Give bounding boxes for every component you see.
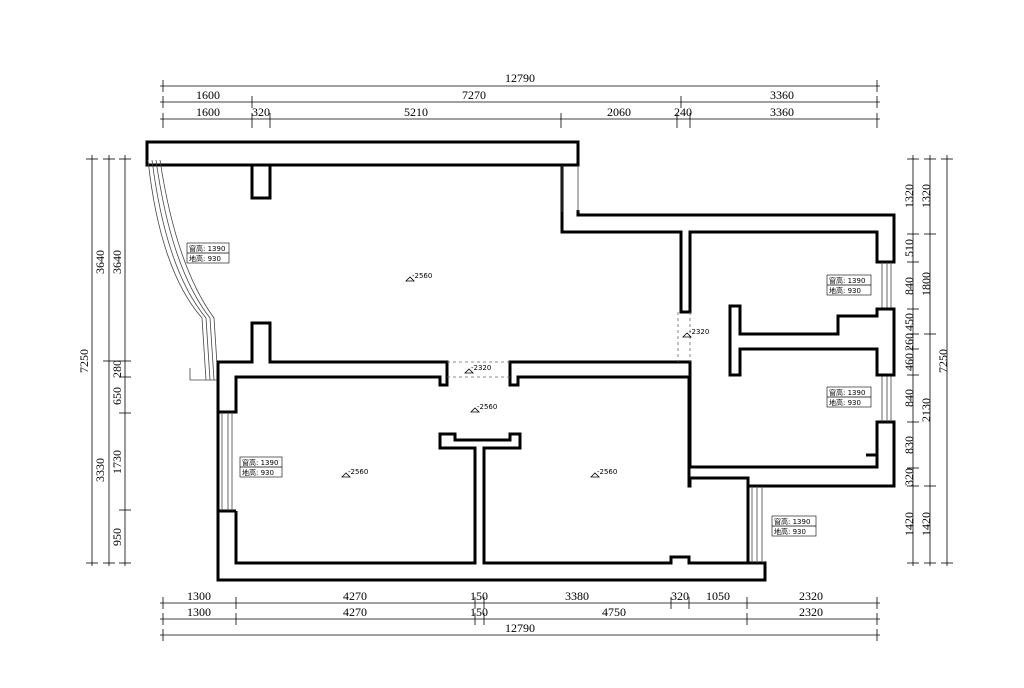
bottom-row2-dim: 4750 [602,605,626,619]
right-outer-dim: 1420 [919,512,933,536]
elevation-marker: -2560 [590,468,617,478]
window-label: 窗高: 1390 地高: 930 [826,274,872,296]
bottom-row1-dim: 4270 [343,589,367,603]
elevation-marker: -2320 [682,328,709,338]
left-inner-dim: 3640 [110,250,124,274]
left-inner-dim: 280 [110,360,124,378]
right-inner-dim: 1320 [902,184,916,208]
left-inner-dim: 950 [110,528,124,546]
svg-text:地高: 930: 地高: 930 [829,398,861,407]
svg-text:地高: 930: 地高: 930 [774,527,806,536]
svg-text:窗高: 1390: 窗高: 1390 [242,458,278,467]
top-row2-dim: 1600 [196,88,220,102]
bottom-row1-dim: 320 [671,589,689,603]
svg-text:窗高: 1390: 窗高: 1390 [189,244,225,253]
right-outer-dim: 1320 [919,184,933,208]
right-dimensions [907,155,953,566]
window-label: 窗高: 1390 地高: 930 [239,456,283,478]
bottom-row2-dim: 1300 [187,605,211,619]
window-label: 窗高: 1390 地高: 930 [826,386,872,408]
bottom-row1-dim: 3380 [565,589,589,603]
svg-text:地高: 930: 地高: 930 [829,286,861,295]
right-inner-dim: 260 [902,333,916,351]
svg-text:-2560: -2560 [477,403,497,411]
bottom-row1-dim: 150 [470,589,488,603]
top-row3-dim: 1600 [196,105,220,119]
bottom-row2-dim: 150 [470,605,488,619]
right-inner-dim: 830 [902,436,916,454]
svg-text:窗高: 1390: 窗高: 1390 [829,388,865,397]
left-inner-dim: 650 [110,387,124,405]
bottom-overall-dim: 12790 [505,621,535,635]
bottom-row1-dim: 1050 [706,589,730,603]
left-overall-dim: 7250 [77,349,91,373]
right-inner-dim: 450 [902,313,916,331]
svg-text:窗高: 1390: 窗高: 1390 [774,517,810,526]
left-inner-dim: 1730 [110,450,124,474]
left-outer-dim: 3640 [93,250,107,274]
left-outer-dim: 3330 [93,458,107,482]
bottom-dimensions [160,597,880,641]
top-row3-dim: 320 [252,105,270,119]
top-row3-dim: 2060 [607,105,631,119]
right-inner-dim: 460 [902,353,916,371]
top-row3-dim: 3360 [770,105,794,119]
elevation-marker: -2560 [405,272,432,282]
right-inner-dim: 840 [902,389,916,407]
right-inner-dim: 320 [902,468,916,486]
left-dimensions [86,155,131,566]
elevation-marker: -2560 [341,468,368,478]
window-label: 窗高: 1390 地高: 930 [771,515,817,537]
bottom-row1-dim: 1300 [187,589,211,603]
right-outer-dim: 2130 [919,398,933,422]
svg-text:地高: 930: 地高: 930 [242,468,274,477]
bottom-row2-dim: 2320 [799,605,823,619]
right-outer-dim: 1800 [919,272,933,296]
top-dimensions [160,80,880,128]
walls [145,140,896,582]
right-overall-dim: 7250 [936,349,950,373]
svg-text:-2560: -2560 [348,468,368,476]
top-row2-dim: 7270 [462,88,486,102]
svg-text:-2560: -2560 [412,272,432,280]
right-inner-dim: 840 [902,277,916,295]
top-row3-dim: 240 [674,105,692,119]
top-row3-dim: 5210 [404,105,428,119]
right-inner-dim: 1420 [902,512,916,536]
svg-text:-2320: -2320 [689,328,709,336]
right-inner-dim: 510 [902,239,916,257]
window-label: 窗高: 1390 地高: 930 [186,242,230,264]
top-row2-dim: 3360 [770,88,794,102]
svg-text:-2560: -2560 [597,468,617,476]
elevation-marker: -2560 [470,403,497,413]
svg-text:-2320: -2320 [471,364,491,372]
bottom-row1-dim: 2320 [799,589,823,603]
svg-text:窗高: 1390: 窗高: 1390 [829,276,865,285]
svg-text:地高: 930: 地高: 930 [189,254,221,263]
top-overall-dim: 12790 [505,71,535,85]
elevation-marker: -2320 [464,364,491,374]
bottom-row2-dim: 4270 [343,605,367,619]
